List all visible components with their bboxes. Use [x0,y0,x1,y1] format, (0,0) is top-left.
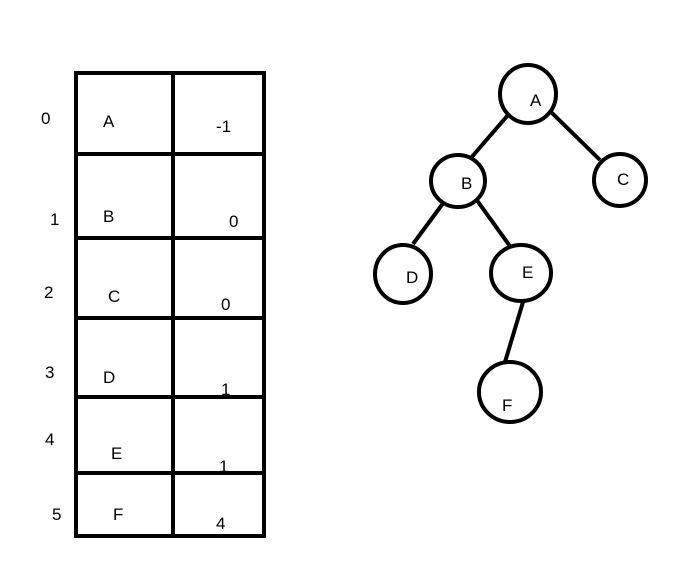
row-index-label: 3 [45,363,54,382]
row-index-label: 1 [50,210,59,229]
tree-node-c: C [592,152,648,208]
parent-table: 0 1 2 3 4 5 A B C D E F -1 0 0 1 1 4 [41,71,266,538]
tree-node-e: E [489,243,553,303]
tree-node-label: F [502,396,512,415]
tree-node-label: A [530,91,542,110]
cell-parent: 0 [221,295,230,314]
tree-node-label: E [522,263,533,282]
tree-node-b: B [429,153,487,209]
table-frame [74,71,266,538]
cell-parent: -1 [216,117,231,136]
row-index-label: 5 [52,505,61,524]
tree-node-f: F [477,360,543,424]
row-index-label: 4 [45,430,54,449]
tree-edge-a-c [549,110,602,162]
tree-edge-a-b [468,113,510,161]
tree-node-a: A [498,63,558,125]
row-index-label: 2 [44,283,53,302]
tree-node-label: C [617,170,629,189]
cell-parent: 4 [216,514,225,533]
cell-data: D [103,368,115,387]
cell-data: B [103,207,114,226]
cell-data: A [103,112,115,131]
tree-node-label: B [461,174,472,193]
row-index-label: 0 [41,109,50,128]
cell-data: C [108,287,120,306]
cell-parent: 1 [221,380,230,399]
cell-parent: 1 [219,457,228,476]
tree-edge-e-f [503,301,525,363]
tree-diagram: A B C D E F [373,63,648,424]
cell-parent: 0 [229,212,238,231]
tree-node-d: D [373,243,433,305]
cell-data: E [111,444,122,463]
tree-edge-b-d [411,200,446,246]
tree-node-label: D [406,268,418,287]
tree-edge-b-e [474,197,514,251]
cell-data: F [113,505,123,524]
